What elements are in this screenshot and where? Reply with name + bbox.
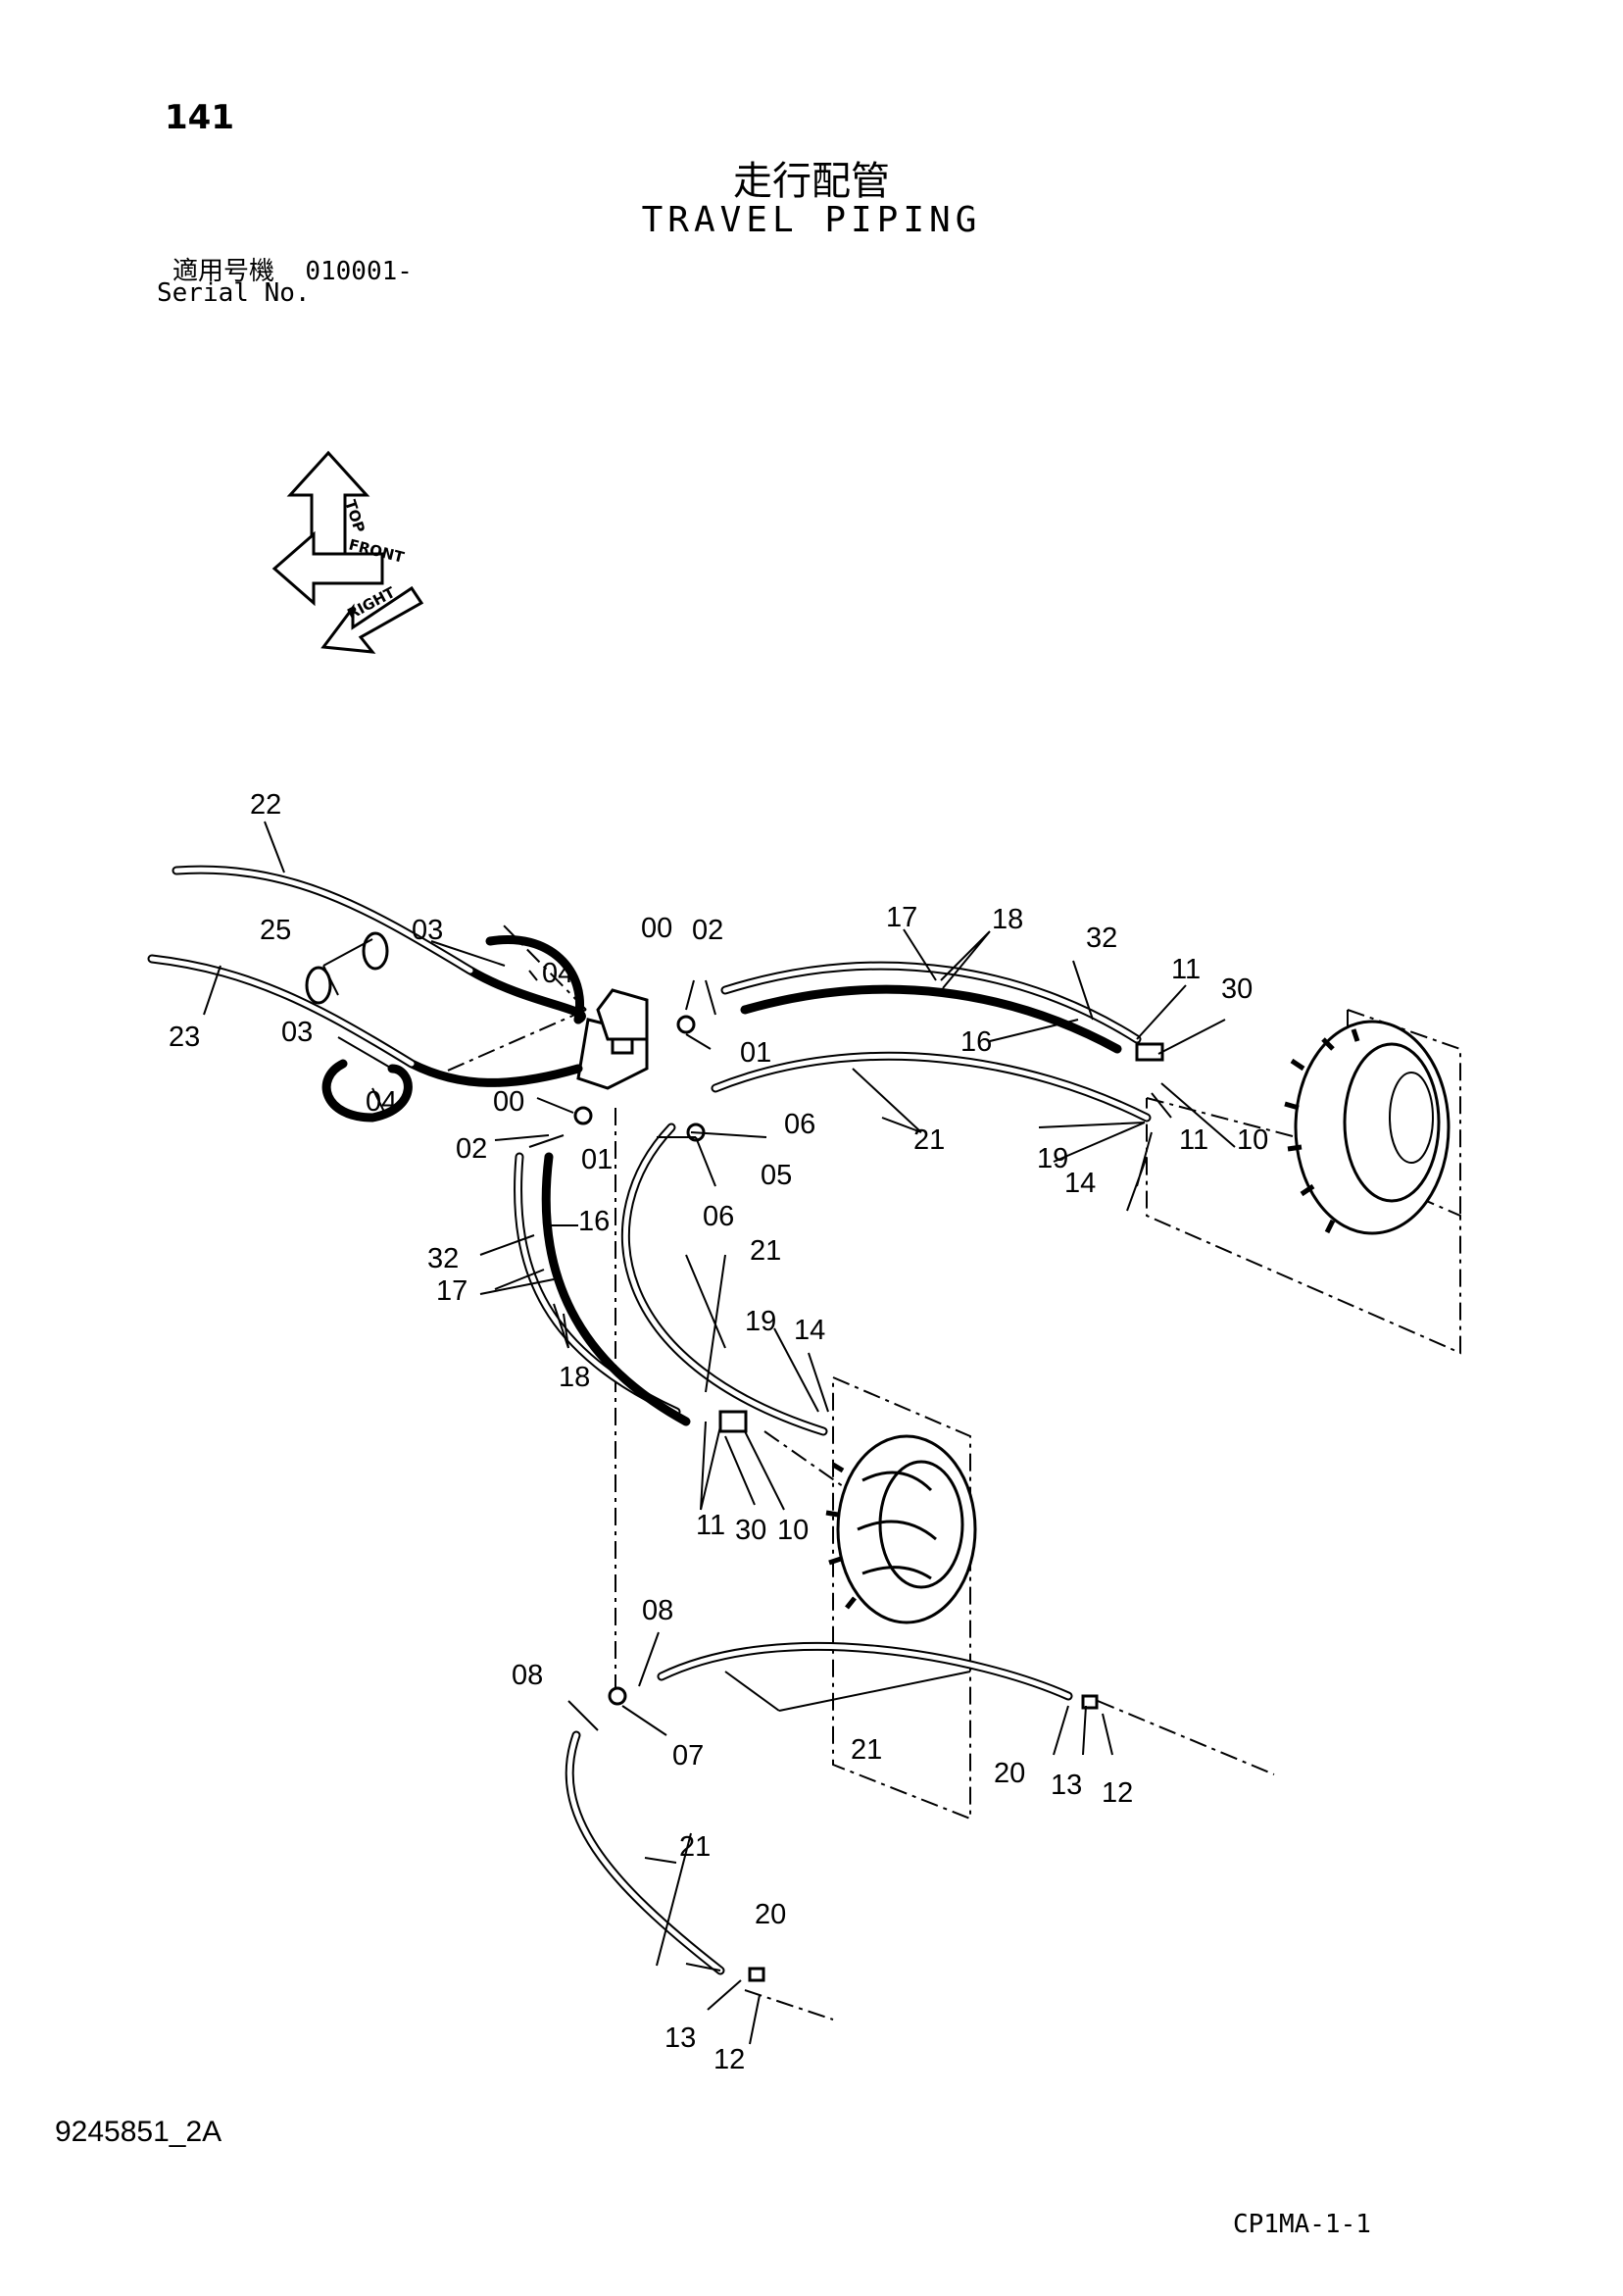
callout-18b: 18 xyxy=(559,1362,590,1393)
callout-12a: 12 xyxy=(1102,1777,1133,1809)
serial-label-english: Serial No. xyxy=(157,278,311,308)
callout-30a: 30 xyxy=(1221,973,1253,1005)
callout-17b: 17 xyxy=(436,1275,467,1307)
callout-21c: 21 xyxy=(851,1734,882,1766)
lower-axis-line-a xyxy=(1097,1700,1275,1775)
hose-21-right xyxy=(711,1051,1152,1123)
callout-23: 23 xyxy=(169,1022,200,1053)
title-japanese: 走行配管 xyxy=(733,159,890,204)
callout-21d: 21 xyxy=(679,1831,711,1863)
callout-10b: 10 xyxy=(777,1515,809,1546)
title-english: TRAVEL PIPING xyxy=(641,200,982,240)
callout-11b: 11 xyxy=(1179,1124,1208,1156)
callout-20b: 20 xyxy=(755,1899,786,1930)
callout-04b: 04 xyxy=(366,1086,397,1118)
center-left-line xyxy=(440,1009,587,1074)
callout-21a: 21 xyxy=(913,1124,945,1156)
left-sprocket-frame xyxy=(832,1376,971,1821)
seal-25b xyxy=(305,966,332,1005)
callout-30b: 30 xyxy=(735,1515,766,1546)
callout-01a: 01 xyxy=(740,1037,771,1069)
callout-08b: 08 xyxy=(512,1660,543,1691)
serial-label-japanese: 適用号機 xyxy=(172,257,275,286)
callout-25: 25 xyxy=(260,915,291,946)
callout-14a: 14 xyxy=(1064,1168,1096,1199)
page-number: 141 xyxy=(165,98,234,137)
serial-line-japanese: 適用号機 010001- xyxy=(172,251,413,287)
top-arrow-icon xyxy=(286,450,370,583)
leader-lines xyxy=(203,821,1236,2045)
callout-16a: 16 xyxy=(960,1026,992,1058)
callout-02b: 02 xyxy=(456,1133,487,1165)
hose-16-right xyxy=(740,984,1122,1054)
left-sprocket xyxy=(825,1434,977,1624)
callout-16b: 16 xyxy=(578,1206,610,1237)
callout-05: 05 xyxy=(761,1160,792,1191)
hose-16-left xyxy=(541,1152,691,1426)
serial-value: 010001- xyxy=(305,257,413,286)
callout-12b: 12 xyxy=(713,2044,745,2075)
callout-00a: 00 xyxy=(641,913,672,944)
callout-06b: 06 xyxy=(703,1201,734,1232)
left-axis-line xyxy=(763,1430,863,1501)
document-code: 9245851_2A xyxy=(55,2116,222,2148)
callout-06a: 06 xyxy=(784,1109,815,1140)
callout-21b: 21 xyxy=(750,1235,781,1267)
hose-03b xyxy=(321,1059,413,1123)
callout-07: 07 xyxy=(672,1740,704,1772)
callout-10a: 10 xyxy=(1237,1124,1268,1156)
callout-22: 22 xyxy=(250,789,281,821)
callout-18a: 18 xyxy=(992,904,1023,935)
callout-19a: 19 xyxy=(1037,1143,1068,1174)
hose-03a xyxy=(485,935,584,1024)
front-arrow-icon xyxy=(271,530,384,607)
callout-19b: 19 xyxy=(745,1306,776,1337)
hoses xyxy=(147,865,1152,1975)
callout-03a: 03 xyxy=(412,915,443,946)
callout-32a: 32 xyxy=(1086,923,1117,954)
seal-25a xyxy=(362,931,389,971)
right-arrow-icon xyxy=(320,585,424,654)
center-joint xyxy=(576,988,649,1090)
right-sprocket xyxy=(1284,1020,1451,1235)
orientation-indicator: TOP FRONT RIGHT xyxy=(271,450,424,654)
callout-02a: 02 xyxy=(692,915,723,946)
callout-14b: 14 xyxy=(794,1315,825,1346)
callout-08a: 08 xyxy=(642,1595,673,1626)
right-sprocket-frame xyxy=(1146,1010,1461,1355)
fittings xyxy=(305,931,1164,1982)
callouts: 22 25 03 04 23 03 04 00 02 01 17 18 32 1… xyxy=(169,789,1268,2075)
callout-13b: 13 xyxy=(664,2022,696,2054)
callout-32b: 32 xyxy=(427,1243,459,1274)
callout-17a: 17 xyxy=(886,902,917,933)
callout-00b: 00 xyxy=(493,1086,524,1118)
callout-01b: 01 xyxy=(581,1144,613,1175)
callout-20a: 20 xyxy=(994,1758,1025,1789)
callout-04a: 04 xyxy=(542,958,573,989)
callout-11a: 11 xyxy=(1171,954,1201,985)
sheet-code: CP1MA-1-1 xyxy=(1233,2210,1371,2239)
callout-13a: 13 xyxy=(1051,1770,1082,1801)
callout-03b: 03 xyxy=(281,1017,313,1048)
callout-11c: 11 xyxy=(696,1510,725,1541)
